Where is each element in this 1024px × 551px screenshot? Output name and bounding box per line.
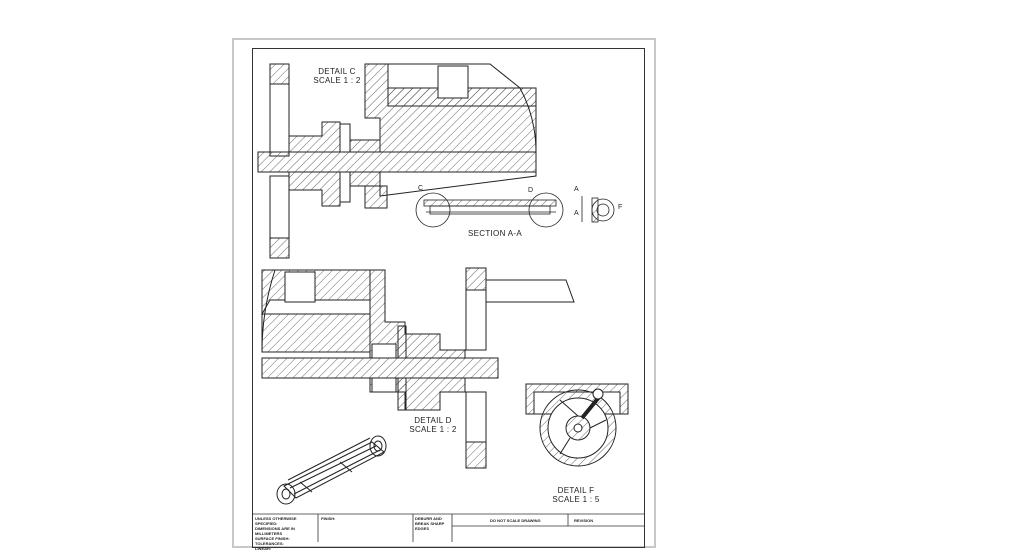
detail-f-view bbox=[525, 383, 629, 467]
marker-a-top: A bbox=[574, 186, 579, 193]
title-block-notes: UNLESS OTHERWISE SPECIFIED: DIMENSIONS A… bbox=[255, 516, 297, 551]
title-block-revision: REVISION bbox=[574, 518, 594, 523]
title-block bbox=[252, 513, 645, 542]
detail-c-view bbox=[257, 63, 537, 259]
section-a-a-view bbox=[415, 192, 615, 228]
section-a-a-title: SECTION A-A bbox=[468, 229, 522, 238]
marker-a-bottom: A bbox=[574, 210, 579, 217]
isometric-view bbox=[276, 435, 387, 505]
title-block-finish: FINISH: bbox=[321, 516, 336, 521]
marker-d: D bbox=[528, 187, 534, 194]
detail-d-view bbox=[261, 267, 575, 469]
marker-c: C bbox=[418, 185, 424, 192]
marker-f: F bbox=[618, 204, 623, 211]
title-block-do-not-scale: DO NOT SCALE DRAWING bbox=[490, 518, 541, 523]
title-block-deburr: DEBURR AND BREAK SHARP EDGES bbox=[415, 516, 445, 531]
